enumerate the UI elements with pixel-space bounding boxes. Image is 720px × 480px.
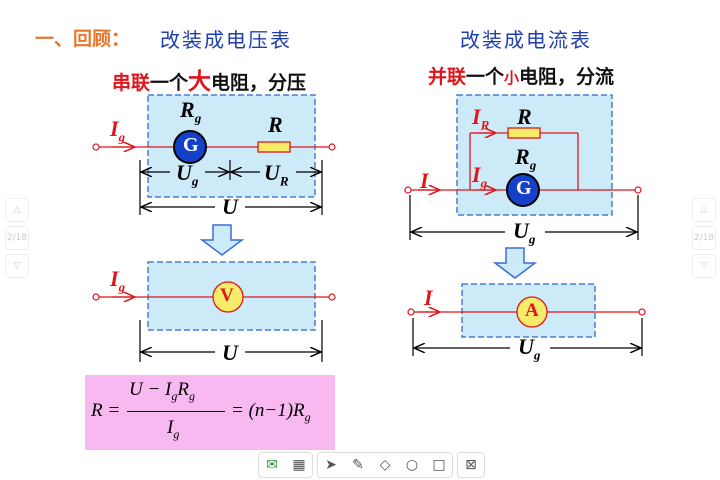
- mail-icon[interactable]: ✉: [266, 457, 278, 473]
- sub-one: 一个: [150, 72, 189, 94]
- page-indicator: 2/18: [692, 226, 716, 250]
- prev-page-button[interactable]: △: [692, 198, 716, 222]
- label-Ig: Ig: [110, 116, 126, 145]
- ammeter: [516, 296, 548, 328]
- next-page-button[interactable]: ▽: [692, 254, 716, 278]
- formula-lhs: R =: [91, 400, 121, 421]
- search-icon[interactable]: ○: [405, 457, 419, 473]
- label-Ug-right: Ug: [513, 218, 536, 247]
- voltmeter-label: V: [220, 285, 234, 306]
- sub-large: 大: [188, 69, 212, 95]
- exit-presentation-icon[interactable]: ⊠: [465, 457, 477, 473]
- right-subtitle: 并联一个小电阻，分流: [428, 62, 614, 89]
- galvanometer: [173, 130, 207, 164]
- label-U-2: U: [222, 340, 238, 365]
- formula-denominator: Ig: [167, 417, 180, 441]
- page-indicator: 2/18: [5, 226, 29, 250]
- galvanometer-label-2: G: [516, 177, 532, 199]
- prev-page-button[interactable]: △: [5, 198, 29, 222]
- label-I: I: [420, 168, 429, 193]
- label-Ug: Ug: [176, 160, 199, 189]
- whiteboard-icon[interactable]: □: [432, 457, 446, 473]
- left-page-nav: △ 2/18 ▽: [5, 198, 29, 278]
- label-IR: IR: [472, 104, 490, 133]
- label-UR: UR: [264, 160, 289, 189]
- pen-icon[interactable]: ✎: [352, 457, 364, 473]
- down-arrow-right: [492, 247, 538, 279]
- sub-series: 串联: [112, 72, 151, 94]
- sub-parallel: 并联: [428, 66, 467, 88]
- sub-small: 小: [504, 69, 520, 87]
- formula-numerator: U − IgRg: [129, 379, 195, 403]
- voltmeter: [212, 281, 244, 313]
- pointer-icon[interactable]: ➤: [325, 457, 337, 473]
- resistor-series: [257, 141, 291, 153]
- next-page-button[interactable]: ▽: [5, 254, 29, 278]
- eraser-icon[interactable]: ◇: [379, 457, 391, 473]
- presentation-toolbar: ✉ ▦ ➤ ✎ ◇ ○ □ ⊠: [258, 452, 485, 478]
- left-title: 改装成电压表: [160, 28, 292, 52]
- label-Rg: Rg: [180, 97, 202, 126]
- grid-icon[interactable]: ▦: [292, 457, 306, 473]
- sub-one: 一个: [466, 66, 505, 88]
- label-Ug-right-2: Ug: [518, 334, 541, 363]
- formula-rhs: = (n−1)Rg: [231, 400, 311, 424]
- galvanometer-2: [506, 173, 540, 207]
- resistor-shunt: [507, 127, 541, 139]
- sub-rest: 电阻，分压: [211, 72, 307, 94]
- sub-rest: 电阻，分流: [519, 66, 615, 88]
- left-subtitle: 串联一个大电阻，分压: [112, 62, 306, 96]
- formula-box: R = U − IgRg Ig = (n−1)Rg: [85, 375, 335, 450]
- label-R-right: R: [517, 104, 532, 129]
- section-heading: 一、回顾：: [35, 28, 131, 50]
- label-Ig-right: Ig: [472, 162, 488, 191]
- ammeter-label: A: [525, 300, 539, 321]
- down-arrow-left: [199, 224, 245, 256]
- label-U: U: [222, 194, 238, 219]
- right-page-nav: △ 2/18 ▽: [692, 198, 716, 278]
- fraction-bar: [127, 411, 225, 412]
- label-Ig-2: Ig: [110, 266, 126, 295]
- right-title: 改装成电流表: [460, 28, 592, 52]
- label-Rg-right: Rg: [515, 144, 537, 173]
- label-R: R: [268, 112, 283, 137]
- label-I-2: I: [424, 285, 433, 310]
- galvanometer-label: G: [183, 134, 199, 156]
